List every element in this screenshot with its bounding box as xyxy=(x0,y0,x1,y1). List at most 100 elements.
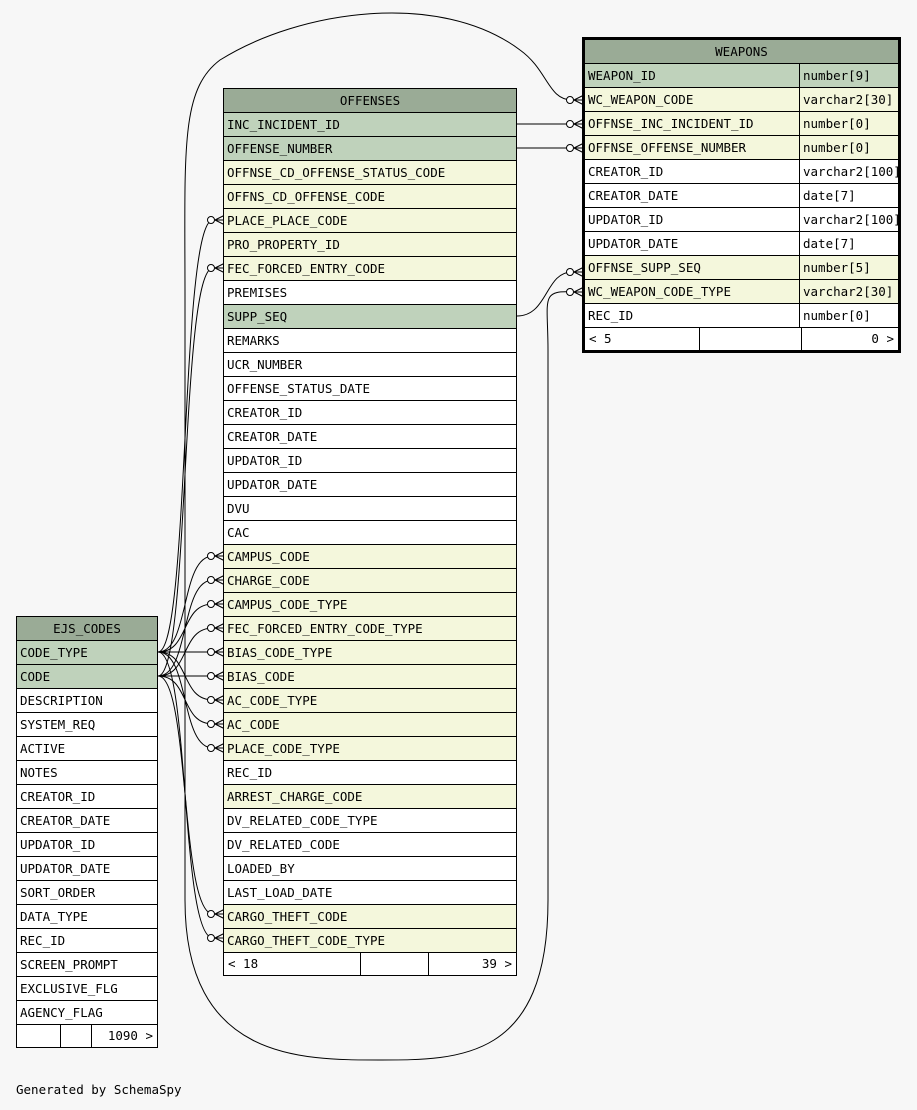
column-row[interactable]: OFFENSE_STATUS_DATE xyxy=(224,377,516,401)
weapons-fk-offense-circle xyxy=(566,144,574,152)
weapons-footer-parents[interactable]: < 5 xyxy=(585,328,700,350)
column-name: PLACE_CODE_TYPE xyxy=(227,741,340,756)
column-row[interactable]: CREATOR_DATE xyxy=(224,425,516,449)
column-row[interactable]: ARREST_CHARGE_CODE xyxy=(224,785,516,809)
column-name: NOTES xyxy=(20,765,58,780)
column-row[interactable]: DV_RELATED_CODE xyxy=(224,833,516,857)
column-row[interactable]: UPDATOR_ID xyxy=(17,833,157,857)
column-name: OFFNSE_SUPP_SEQ xyxy=(588,260,701,275)
column-row[interactable]: UPDATOR_ID xyxy=(224,449,516,473)
column-row[interactable]: NOTES xyxy=(17,761,157,785)
column-row[interactable]: WC_WEAPON_CODE_TYPE varchar2[30] xyxy=(585,280,898,304)
ejs-footer-children[interactable]: 1090 > xyxy=(107,1028,153,1043)
column-row[interactable]: LAST_LOAD_DATE xyxy=(224,881,516,905)
column-row[interactable]: OFFNS_CD_OFFENSE_CODE xyxy=(224,185,516,209)
column-row[interactable]: DATA_TYPE xyxy=(17,905,157,929)
column-name: UPDATOR_DATE xyxy=(227,477,318,492)
column-row[interactable]: PREMISES xyxy=(224,281,516,305)
column-row[interactable]: INC_INCIDENT_ID xyxy=(224,113,516,137)
column-name: CARGO_THEFT_CODE xyxy=(227,909,348,924)
column-name: UPDATOR_ID xyxy=(588,212,664,227)
column-row[interactable]: SUPP_SEQ xyxy=(224,305,516,329)
column-row[interactable]: CREATOR_DATE xyxy=(17,809,157,833)
column-row[interactable]: REC_ID xyxy=(17,929,157,953)
column-row[interactable]: CAMPUS_CODE_TYPE xyxy=(224,593,516,617)
column-row[interactable]: BIAS_CODE xyxy=(224,665,516,689)
column-row[interactable]: PLACE_CODE_TYPE xyxy=(224,737,516,761)
weapons-footer: < 5 0 > xyxy=(585,328,898,350)
column-row[interactable]: OFFNSE_CD_OFFENSE_STATUS_CODE xyxy=(224,161,516,185)
rel-ejs-8 xyxy=(157,651,214,701)
column-row[interactable]: FEC_FORCED_ENTRY_CODE xyxy=(224,257,516,281)
column-row[interactable]: LOADED_BY xyxy=(224,857,516,881)
column-row[interactable]: CAC xyxy=(224,521,516,545)
column-type: varchar2[100] xyxy=(799,160,898,183)
offenses-footer-children[interactable]: 39 > xyxy=(481,956,512,971)
column-row[interactable]: CREATOR_ID xyxy=(17,785,157,809)
column-name: REMARKS xyxy=(227,333,280,348)
column-name: CAC xyxy=(227,525,250,540)
column-row[interactable]: SORT_ORDER xyxy=(17,881,157,905)
column-row[interactable]: UPDATOR_ID varchar2[100] xyxy=(585,208,898,232)
column-row[interactable]: REMARKS xyxy=(224,329,516,353)
column-row[interactable]: EXCLUSIVE_FLG xyxy=(17,977,157,1001)
column-row[interactable]: ACTIVE xyxy=(17,737,157,761)
column-name: PLACE_PLACE_CODE xyxy=(227,213,348,228)
column-row[interactable]: SCREEN_PROMPT xyxy=(17,953,157,977)
ejs-codes-table-title[interactable]: EJS_CODES xyxy=(17,617,157,641)
weapons-fk-incident-circle xyxy=(566,120,574,128)
column-name: SORT_ORDER xyxy=(20,885,96,900)
column-name: UPDATOR_DATE xyxy=(588,236,679,251)
column-row[interactable]: UPDATOR_DATE xyxy=(17,857,157,881)
column-row[interactable]: AC_CODE xyxy=(224,713,516,737)
column-name: CAMPUS_CODE xyxy=(227,549,310,564)
column-row[interactable]: DVU xyxy=(224,497,516,521)
ejs-codes-footer: 1090 > xyxy=(17,1025,157,1047)
column-row[interactable]: PRO_PROPERTY_ID xyxy=(224,233,516,257)
column-row[interactable]: CHARGE_CODE xyxy=(224,569,516,593)
column-row[interactable]: OFFENSE_NUMBER xyxy=(224,137,516,161)
column-row[interactable]: AGENCY_FLAG xyxy=(17,1001,157,1025)
column-row[interactable]: UPDATOR_DATE xyxy=(224,473,516,497)
rel-supp-seq xyxy=(516,271,573,317)
rel-ejs-1 xyxy=(157,267,214,677)
column-type: varchar2[100] xyxy=(799,208,898,231)
column-row[interactable]: CODE xyxy=(17,665,157,689)
column-type: varchar2[30] xyxy=(799,280,898,303)
column-row[interactable]: CARGO_THEFT_CODE_TYPE xyxy=(224,929,516,953)
column-row[interactable]: CAMPUS_CODE xyxy=(224,545,516,569)
weapons-footer-children[interactable]: 0 > xyxy=(871,331,894,346)
offenses-table-title[interactable]: OFFENSES xyxy=(224,89,516,113)
column-row[interactable]: UCR_NUMBER xyxy=(224,353,516,377)
column-name: CREATOR_DATE xyxy=(227,429,318,444)
column-row[interactable]: REC_ID xyxy=(224,761,516,785)
column-name: WC_WEAPON_CODE_TYPE xyxy=(588,284,731,299)
weapons-table-title[interactable]: WEAPONS xyxy=(585,40,898,64)
column-row[interactable]: SYSTEM_REQ xyxy=(17,713,157,737)
column-row[interactable]: FEC_FORCED_ENTRY_CODE_TYPE xyxy=(224,617,516,641)
offenses-footer-parents[interactable]: < 18 xyxy=(224,953,361,975)
column-row[interactable]: CREATOR_ID xyxy=(224,401,516,425)
column-row[interactable]: AC_CODE_TYPE xyxy=(224,689,516,713)
column-row[interactable]: CODE_TYPE xyxy=(17,641,157,665)
column-name: LAST_LOAD_DATE xyxy=(227,885,333,900)
column-type: number[0] xyxy=(799,304,898,327)
column-row[interactable]: DV_RELATED_CODE_TYPE xyxy=(224,809,516,833)
column-row[interactable]: DESCRIPTION xyxy=(17,689,157,713)
column-type: date[7] xyxy=(799,184,898,207)
column-row[interactable]: CARGO_THEFT_CODE xyxy=(224,905,516,929)
column-row[interactable]: BIAS_CODE_TYPE xyxy=(224,641,516,665)
column-row[interactable]: PLACE_PLACE_CODE xyxy=(224,209,516,233)
